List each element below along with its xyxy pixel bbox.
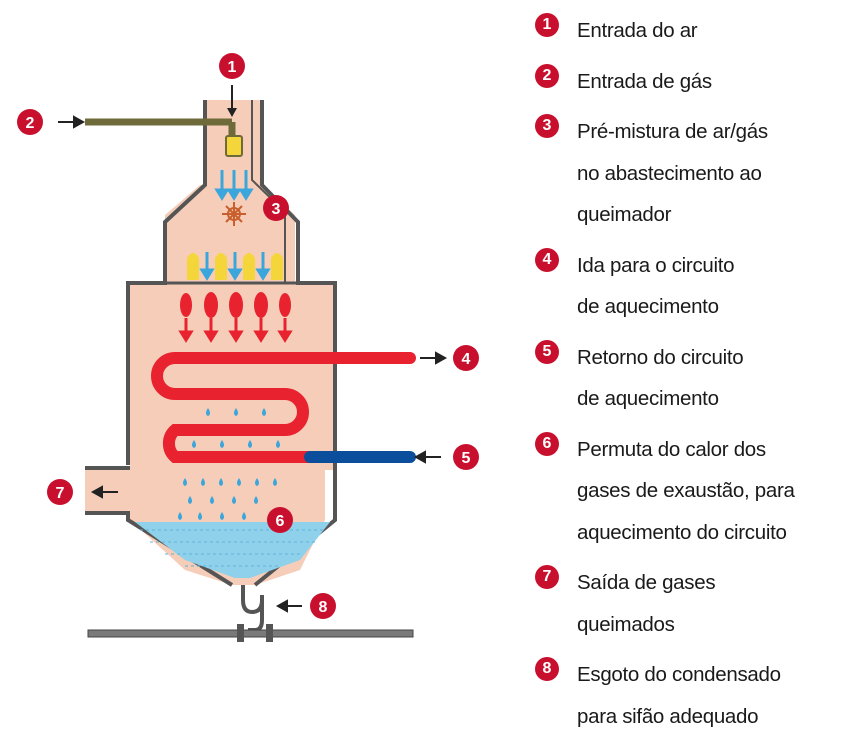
callout-5 xyxy=(453,444,479,470)
legend: 1 Entrada do ar 2 Entrada de gás 3 Pré-mistur… xyxy=(535,10,853,746)
callout-8 xyxy=(310,593,336,619)
legend-text-line: gases de exaustão, para xyxy=(577,479,795,502)
callout-7 xyxy=(47,479,73,505)
callout-7-label: 7 xyxy=(56,485,65,502)
inner-wall xyxy=(251,100,286,283)
siphon-drain xyxy=(241,585,264,632)
legend-text-line: Ida para o circuito xyxy=(577,253,735,277)
legend-number-badge: 5 xyxy=(535,339,559,364)
condensate-water xyxy=(135,522,330,578)
fan-icon xyxy=(222,202,246,226)
legend-text-line: de aquecimento xyxy=(577,387,719,410)
legend-number-badge: 1 xyxy=(535,13,559,37)
legend-item-5: 5 Retorno do circuito de aquecimento xyxy=(535,337,853,420)
callout-6-label: 6 xyxy=(276,513,285,530)
drain-pipe xyxy=(87,629,414,638)
callout-2-label: 2 xyxy=(26,115,35,132)
legend-item-6: 6 Permuta do calor dos gases de exaustão, … xyxy=(535,429,853,554)
callout-5-label: 5 xyxy=(462,450,471,467)
condensate-droplets xyxy=(178,408,280,520)
legend-text-line: Entrada de gás xyxy=(577,69,712,93)
legend-text-line: Retorno do circuito xyxy=(577,345,744,369)
legend-item-1: 1 Entrada do ar xyxy=(535,10,853,52)
legend-number-badge: 8 xyxy=(535,657,559,681)
legend-text-line: Entrada do ar xyxy=(577,19,698,42)
gas-valve xyxy=(225,135,243,157)
callout-4 xyxy=(453,345,479,371)
callout-8-label: 8 xyxy=(319,599,328,616)
legend-text-line: queimador xyxy=(577,203,672,226)
legend-number-badge: 7 xyxy=(535,565,559,589)
callout-6 xyxy=(267,507,293,533)
condensing-boiler-diagram: 1 2 3 4 5 6 7 8 xyxy=(17,53,479,642)
callout-3-label: 3 xyxy=(272,201,281,218)
premix-arrows xyxy=(214,170,254,201)
callout-3 xyxy=(263,195,289,221)
legend-number-badge: 4 xyxy=(535,247,559,272)
legend-text-line: Esgoto do condensado xyxy=(577,663,781,686)
legend-item-2: 2 Entrada de gás xyxy=(535,61,853,103)
exhaust-outlet xyxy=(85,468,130,513)
legend-number-badge: 6 xyxy=(535,431,559,456)
legend-text-line: aquecimento do circuito xyxy=(577,520,787,544)
legend-text-line: para sifão adequado xyxy=(577,704,759,728)
legend-number-badge: 3 xyxy=(535,114,559,138)
callout-1-label: 1 xyxy=(228,59,237,76)
legend-number-badge: 2 xyxy=(535,63,559,88)
legend-text-line: Saída de gases xyxy=(577,571,716,594)
legend-text-line: no abastecimento ao xyxy=(577,161,762,185)
legend-item-8: 8 Esgoto do condensado para sifão adequado xyxy=(535,654,853,737)
callout-2 xyxy=(17,109,43,135)
legend-item-7: 7 Saída de gases queimados xyxy=(535,562,853,645)
legend-text-line: queimados xyxy=(577,612,675,636)
callout-4-label: 4 xyxy=(462,351,471,368)
heat-exchanger-coil xyxy=(151,352,416,463)
legend-item-4: 4 Ida para o circuito de aquecimento xyxy=(535,245,853,328)
callout-1 xyxy=(219,53,245,79)
legend-text-line: de aquecimento xyxy=(577,295,719,318)
boiler-body xyxy=(130,100,335,585)
legend-text-line: Pré-mistura de ar/gás xyxy=(577,120,768,143)
burner-flames xyxy=(178,252,293,343)
legend-text-line: Permuta do calor dos xyxy=(577,437,766,461)
legend-item-3: 3 Pré-mistura de ar/gás no abastecimento a… xyxy=(535,111,853,236)
